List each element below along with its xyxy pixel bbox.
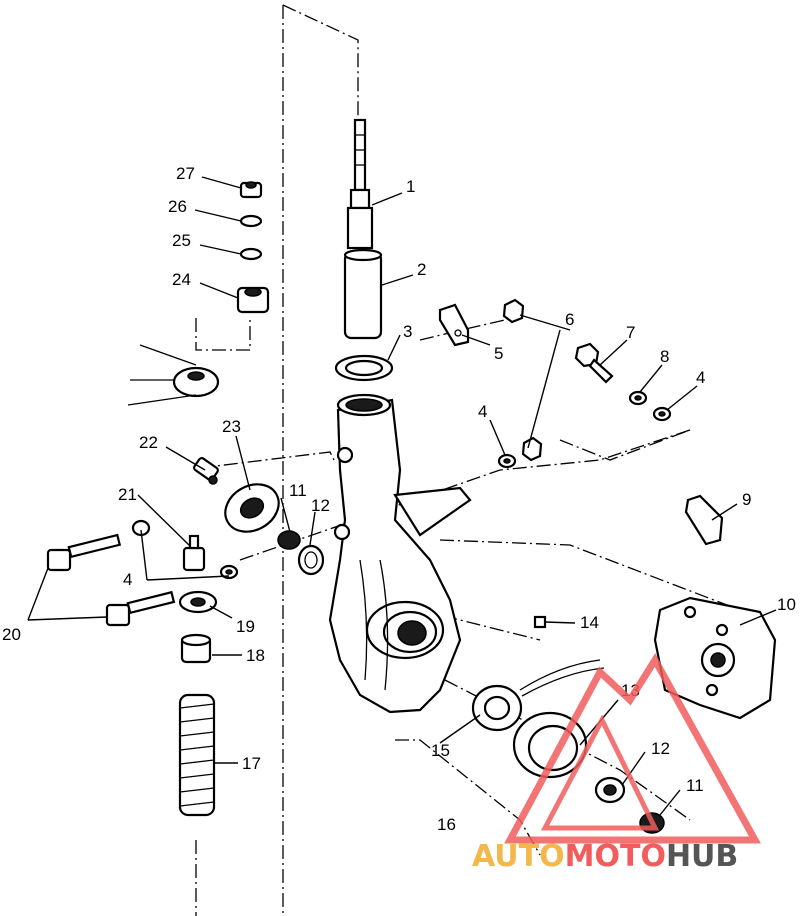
callout-26: 26 (168, 197, 187, 216)
callout-22: 22 (139, 433, 158, 452)
watermark-text-auto: AUTO (472, 839, 565, 874)
part-spacer-18 (180, 633, 212, 664)
part-sleeve (343, 248, 383, 340)
callout-14: 14 (580, 613, 599, 632)
callout-12b: 12 (651, 739, 670, 758)
assembly-axis-lines (195, 4, 741, 916)
part-key-block-9 (684, 494, 724, 546)
callout-4b: 4 (696, 368, 705, 387)
part-bearing-23 (224, 483, 280, 533)
watermark-text-moto: MOTO (565, 839, 666, 874)
part-disc-seal-15 (471, 684, 523, 732)
part-lock-washer-8 (628, 390, 648, 406)
part-bolt-7 (574, 342, 614, 384)
callout-4c: 4 (123, 570, 132, 589)
callout-3: 3 (403, 322, 412, 341)
part-grease-fitting-22 (193, 457, 219, 485)
part-bolt-20a (46, 533, 122, 572)
part-washer-26 (239, 214, 263, 228)
part-nut-6a (502, 298, 525, 324)
part-wire (519, 659, 605, 697)
watermark-triangle-inner-icon (540, 714, 660, 831)
leader-lines (27, 176, 777, 816)
part-washer-19 (178, 590, 218, 614)
callout-17: 17 (242, 754, 261, 773)
callout-18: 18 (246, 646, 265, 665)
part-spindle-housing (328, 393, 472, 714)
callout-23: 23 (222, 417, 241, 436)
part-washer-4b (652, 406, 672, 422)
callout-21: 21 (118, 485, 137, 504)
callout-24: 24 (172, 270, 191, 289)
watermark-text-hub: HUB (666, 839, 738, 874)
part-washer-4 (497, 453, 517, 469)
callout-10: 10 (777, 595, 796, 614)
part-washer-25 (239, 247, 263, 261)
part-bolt-20b (105, 590, 176, 627)
callout-labels: 1 2 3 4 5 6 7 8 4 9 10 11 12 13 14 15 16… (2, 164, 796, 834)
callout-2: 2 (417, 260, 426, 279)
callout-9: 9 (742, 490, 751, 509)
watermark-text: AUTOMOTOHUB (472, 839, 738, 874)
part-shaft (346, 118, 374, 250)
callout-4: 4 (478, 402, 487, 421)
svg-text:AUTOMOTOHUB: AUTOMOTOHUB (472, 839, 738, 874)
callout-1: 1 (406, 177, 415, 196)
part-ring-12a (297, 544, 325, 576)
part-caliper-10 (653, 596, 777, 720)
part-bracket (438, 303, 470, 347)
part-seal-ring (334, 354, 394, 382)
part-mount-seat (127, 344, 220, 406)
part-nut-11a (277, 530, 301, 550)
part-fitting-21 (182, 534, 206, 572)
callout-11a: 11 (289, 481, 307, 500)
callout-25: 25 (172, 231, 191, 250)
watermark-triangle-icon (504, 653, 761, 844)
callout-5: 5 (494, 344, 503, 363)
watermark-logo (504, 653, 761, 844)
part-ring-12b (594, 776, 626, 804)
part-spring-17 (178, 693, 216, 817)
callout-20: 20 (2, 625, 21, 644)
callout-11b: 11 (686, 776, 704, 795)
callout-6: 6 (565, 310, 574, 329)
callout-15: 15 (431, 741, 450, 760)
callout-7: 7 (626, 323, 635, 342)
part-cap-nut-27 (239, 181, 263, 199)
callout-27: 27 (176, 164, 195, 183)
callout-16: 16 (437, 815, 456, 834)
part-nut-24 (236, 286, 270, 314)
callout-12a: 12 (311, 496, 330, 515)
part-washer-4c (219, 564, 239, 580)
callout-19: 19 (236, 617, 255, 636)
callout-8: 8 (660, 347, 669, 366)
part-nut-6b (521, 436, 543, 462)
part-screw-14 (533, 615, 547, 629)
